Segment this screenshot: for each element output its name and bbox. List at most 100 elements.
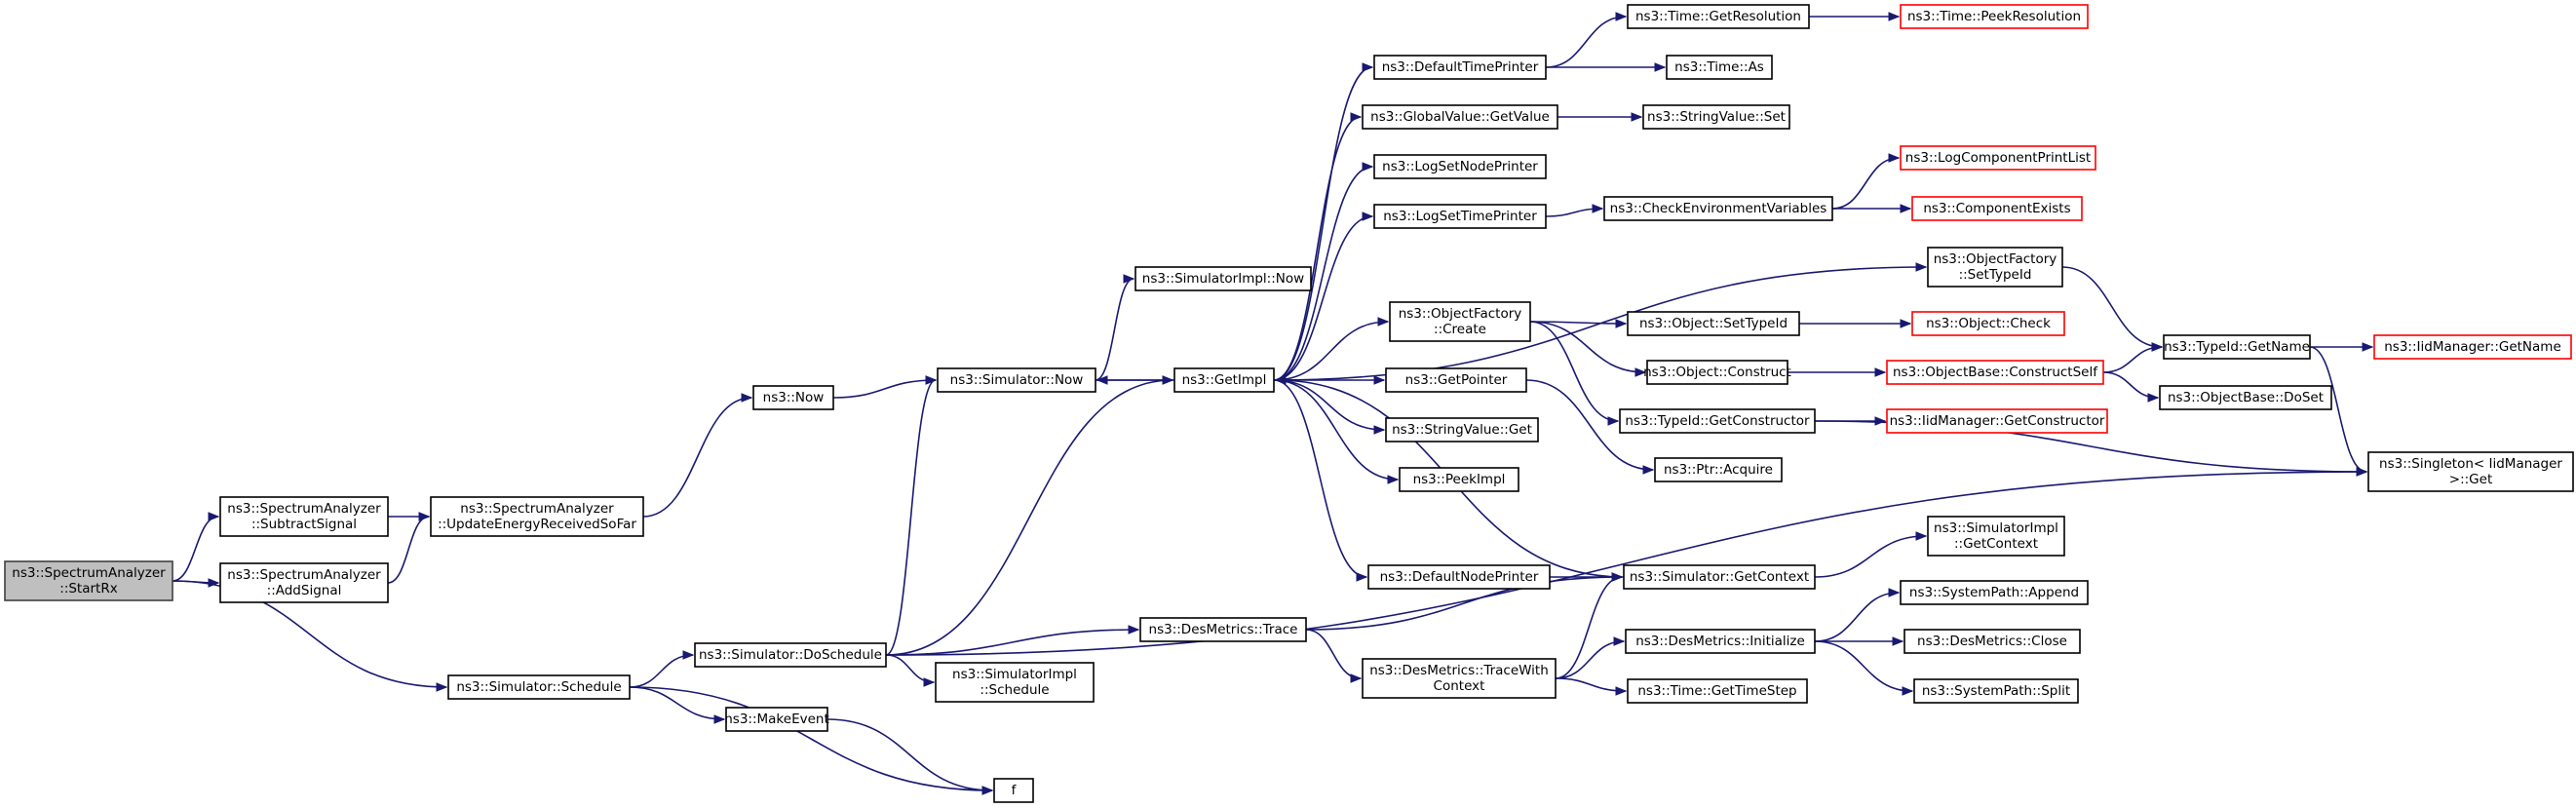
call-edge-makeevent-to-f: [827, 718, 994, 795]
node-startrx[interactable]: ns3::SpectrumAnalyzer::StartRx: [4, 560, 173, 601]
call-edge-doschedule-to-singleton: [885, 467, 2368, 656]
call-edge-tidgetname-to-iidgetname: [2310, 342, 2374, 352]
node-doschedule[interactable]: ns3::Simulator::DoSchedule: [694, 642, 887, 668]
node-desclose[interactable]: ns3::DesMetrics::Close: [1903, 629, 2081, 654]
node-tidgetname[interactable]: ns3::TypeId::GetName: [2163, 334, 2311, 360]
node-getpointer[interactable]: ns3::GetPointer: [1385, 367, 1527, 393]
node-schedule[interactable]: ns3::Simulator::Schedule: [447, 674, 631, 700]
node-label: ns3::GetPointer: [1405, 372, 1508, 388]
node-logsetnode[interactable]: ns3::LogSetNodePrinter: [1373, 154, 1547, 179]
node-label: ns3::Now: [763, 390, 825, 405]
node-label: ::UpdateEnergyReceivedSoFar: [438, 517, 636, 532]
node-gvgetvalue[interactable]: ns3::GlobalValue::GetValue: [1362, 104, 1558, 130]
call-edge-desinit-to-desclose: [1815, 636, 1904, 646]
node-compexists[interactable]: ns3::ComponentExists: [1911, 196, 2083, 221]
node-spappend[interactable]: ns3::SystemPath::Append: [1900, 580, 2089, 605]
node-svget[interactable]: ns3::StringValue::Get: [1385, 417, 1539, 442]
node-label: ns3::Simulator::Now: [950, 372, 1084, 388]
node-label: ::SetTypeId: [1959, 267, 2032, 283]
node-label: ns3::SpectrumAnalyzer: [12, 565, 166, 581]
node-now[interactable]: ns3::Now: [752, 385, 834, 410]
node-desmtrace[interactable]: ns3::DesMetrics::Trace: [1139, 617, 1307, 642]
node-label: ns3::MakeEvent: [724, 712, 829, 727]
node-objconstruct[interactable]: ns3::Object::Construct: [1643, 360, 1791, 385]
node-singleton[interactable]: ns3::Singleton< IidManager >::Get: [2367, 451, 2574, 492]
node-label: ns3::SimulatorImpl::Now: [1142, 271, 1304, 287]
node-tidgetconstructor[interactable]: ns3::TypeId::GetConstructor: [1619, 408, 1816, 434]
call-edge-startrx-to-addsignal: [172, 578, 220, 588]
node-label: ns3::TypeId::GetConstructor: [1625, 413, 1810, 429]
node-label: ns3::Object::Construct: [1643, 365, 1791, 380]
node-defnodeprinter[interactable]: ns3::DefaultNodePrinter: [1367, 564, 1551, 590]
node-implschedule[interactable]: ns3::SimulatorImpl::Schedule: [935, 662, 1095, 703]
node-getres[interactable]: ns3::Time::GetResolution: [1627, 4, 1810, 29]
node-ofcreate[interactable]: ns3::ObjectFactory::Create: [1389, 301, 1531, 342]
node-label: ns3::LogSetNodePrinter: [1382, 159, 1538, 174]
node-label: ns3::IidManager::GetConstructor: [1890, 413, 2105, 429]
call-edge-startrx-to-subtract: [172, 512, 220, 582]
node-peekimpl[interactable]: ns3::PeekImpl: [1399, 467, 1519, 492]
node-label: ns3::Time::GetResolution: [1635, 9, 1801, 24]
node-label: ::GetContext: [1954, 536, 2038, 552]
node-logcomp[interactable]: ns3::LogComponentPrintList: [1900, 145, 2096, 171]
call-edge-gvgetvalue-to-svset: [1557, 112, 1643, 122]
node-label: ns3::GetImpl: [1182, 372, 1267, 388]
node-obdoset[interactable]: ns3::ObjectBase::DoSet: [2159, 385, 2332, 410]
node-spsplit[interactable]: ns3::SystemPath::Split: [1913, 678, 2079, 704]
node-logsettime[interactable]: ns3::LogSetTimePrinter: [1373, 204, 1547, 229]
node-label: ::SubtractSignal: [251, 517, 357, 532]
call-edge-simgetcontext-to-implgetcontext: [1814, 531, 1928, 578]
call-edge-ofcreate-to-tidgetconstructor: [1529, 321, 1620, 426]
call-edge-logsettime-to-checkenv: [1545, 204, 1604, 217]
node-label: ::AddSignal: [267, 583, 342, 598]
node-subtract[interactable]: ns3::SpectrumAnalyzer::SubtractSignal: [219, 496, 389, 537]
call-edge-tracewith-to-desinit: [1555, 636, 1626, 679]
node-label: ns3::ObjectFactory: [1934, 251, 2057, 267]
call-edge-getimpl-to-peekimpl: [1273, 379, 1400, 484]
node-implgetcontext[interactable]: ns3::SimulatorImpl::GetContext: [1927, 516, 2065, 557]
call-edge-getres-to-peekres: [1809, 12, 1901, 21]
node-label: ns3::DefaultTimePrinter: [1382, 59, 1539, 75]
node-deftimeprinter[interactable]: ns3::DefaultTimePrinter: [1373, 55, 1547, 80]
node-label: ns3::ObjectFactory: [1399, 306, 1522, 322]
node-checkenv[interactable]: ns3::CheckEnvironmentVariables: [1603, 196, 1833, 221]
node-objsettypeid[interactable]: ns3::Object::SetTypeId: [1627, 311, 1800, 336]
node-desinit[interactable]: ns3::DesMetrics::Initialize: [1625, 629, 1816, 654]
node-timeas[interactable]: ns3::Time::As: [1666, 55, 1773, 80]
node-label: ns3::StringValue::Get: [1392, 422, 1532, 438]
call-edge-desmtrace-to-tracewith: [1305, 629, 1363, 683]
node-label: Context: [1434, 678, 1485, 694]
node-gettimestep[interactable]: ns3::Time::GetTimeStep: [1627, 678, 1808, 704]
node-label: f: [1012, 783, 1018, 798]
node-iidgetconstructor[interactable]: ns3::IidManager::GetConstructor: [1886, 408, 2108, 434]
node-label: ns3::DesMetrics::Trace: [1149, 622, 1298, 637]
node-objcheck[interactable]: ns3::Object::Check: [1911, 311, 2065, 336]
node-label: ns3::ObjectBase::DoSet: [2168, 390, 2324, 405]
node-peekres[interactable]: ns3::Time::PeekResolution: [1900, 4, 2089, 29]
node-label: ns3::Simulator::DoSchedule: [699, 647, 882, 663]
node-label: ns3::Object::SetTypeId: [1639, 316, 1788, 331]
call-edge-getpointer-to-ptracquire: [1525, 379, 1655, 475]
call-edge-tracewith-to-gettimestep: [1555, 677, 1628, 696]
node-label: ns3::Simulator::Schedule: [456, 679, 621, 695]
node-label: ns3::Time::As: [1674, 59, 1764, 75]
node-ofsettypeid[interactable]: ns3::ObjectFactory::SetTypeId: [1927, 247, 2063, 288]
node-makeevent[interactable]: ns3::MakeEvent: [724, 707, 829, 732]
node-addsignal[interactable]: ns3::SpectrumAnalyzer::AddSignal: [219, 562, 389, 603]
call-edge-getimpl-to-logsettime: [1273, 212, 1374, 381]
node-update[interactable]: ns3::SpectrumAnalyzer::UpdateEnergyRecei…: [430, 496, 644, 537]
call-edge-checkenv-to-logcomp: [1831, 153, 1901, 210]
node-simgetcontext[interactable]: ns3::Simulator::GetContext: [1623, 564, 1816, 590]
node-getimpl[interactable]: ns3::GetImpl: [1173, 367, 1275, 393]
node-label: ns3::Ptr::Acquire: [1664, 462, 1773, 478]
node-f[interactable]: f: [993, 778, 1034, 803]
node-ptracquire[interactable]: ns3::Ptr::Acquire: [1654, 457, 1783, 482]
call-edge-desinit-to-spsplit: [1814, 640, 1914, 696]
node-svset[interactable]: ns3::StringValue::Set: [1642, 104, 1790, 130]
node-iidgetname[interactable]: ns3::IidManager::GetName: [2373, 334, 2572, 360]
node-simimplnow[interactable]: ns3::SimulatorImpl::Now: [1134, 266, 1312, 291]
node-label: ns3::SimulatorImpl: [1934, 520, 2058, 536]
node-simnow[interactable]: ns3::Simulator::Now: [937, 367, 1096, 393]
node-obconstructself[interactable]: ns3::ObjectBase::ConstructSelf: [1886, 360, 2104, 385]
